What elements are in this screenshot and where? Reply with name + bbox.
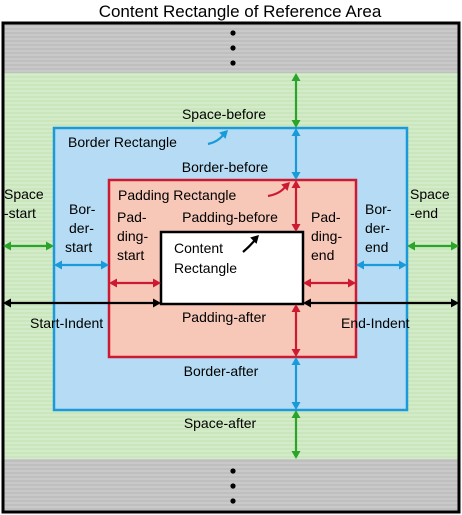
dimension-arrows — [3, 73, 459, 459]
content-rectangle — [159, 230, 305, 306]
reference-area-frame — [1, 21, 461, 514]
border-end-label-line2: der- — [365, 220, 390, 236]
space-start-label-line2: -start — [4, 205, 36, 221]
border-before-arrow — [291, 128, 301, 180]
padding-start-arrow — [109, 278, 161, 288]
padding-after-arrow — [291, 304, 301, 357]
space-end-arrow — [407, 241, 459, 251]
padding-rectangle-callout-arrow — [267, 182, 290, 198]
content-rectangle-label-line2: Rectangle — [174, 260, 237, 276]
space-after-arrow — [291, 410, 301, 459]
space-after-label: Space-after — [184, 415, 257, 431]
bottom-continuation-dots — [230, 468, 236, 504]
border-start-label-line3: start — [65, 239, 92, 255]
space-end-label-line2: -end — [410, 205, 438, 221]
padding-end-label-line3: end — [311, 247, 334, 263]
border-end-arrow — [356, 260, 407, 270]
space-end-label-line1: Space — [410, 186, 450, 202]
padding-end-label-line2: ding- — [311, 228, 342, 244]
padding-end-label-line1: Pad- — [311, 209, 341, 225]
padding-after-label: Padding-after — [182, 309, 266, 325]
padding-start-label-line3: start — [117, 247, 144, 263]
space-before-arrow — [291, 73, 301, 128]
border-start-arrow — [54, 260, 109, 270]
end-indent-label: End-Indent — [341, 315, 410, 331]
padding-before-arrow — [291, 180, 301, 232]
space-before-label: Space-before — [182, 106, 266, 122]
padding-start-label-line1: Pad- — [117, 209, 147, 225]
padding-before-label: Padding-before — [182, 209, 278, 225]
content-rectangle-label-line1: Content — [174, 240, 223, 256]
space-start-arrow — [3, 241, 54, 251]
border-after-arrow — [291, 357, 301, 410]
border-rectangle-callout-arrow — [207, 130, 228, 146]
end-indent-arrow — [303, 298, 459, 308]
border-start-label-line1: Bor- — [69, 201, 96, 217]
border-end-label-line1: Bor- — [365, 201, 392, 217]
start-indent-arrow — [3, 298, 161, 308]
padding-start-label-line2: ding- — [117, 228, 148, 244]
content-rectangle-callout-arrow — [242, 235, 259, 253]
border-end-label-line3: end — [365, 239, 388, 255]
padding-end-arrow — [303, 278, 356, 288]
border-after-label: Border-after — [184, 363, 259, 379]
border-before-label: Border-before — [182, 159, 269, 175]
space-start-label-line1: Space — [4, 186, 44, 202]
top-continuation-dots — [230, 30, 236, 66]
start-indent-label: Start-Indent — [30, 315, 103, 331]
padding-rectangle-label: Padding Rectangle — [118, 187, 237, 203]
border-rectangle-label: Border Rectangle — [68, 134, 177, 150]
border-start-label-line2: der- — [69, 220, 94, 236]
diagram-title: Content Rectangle of Reference Area — [99, 2, 382, 21]
